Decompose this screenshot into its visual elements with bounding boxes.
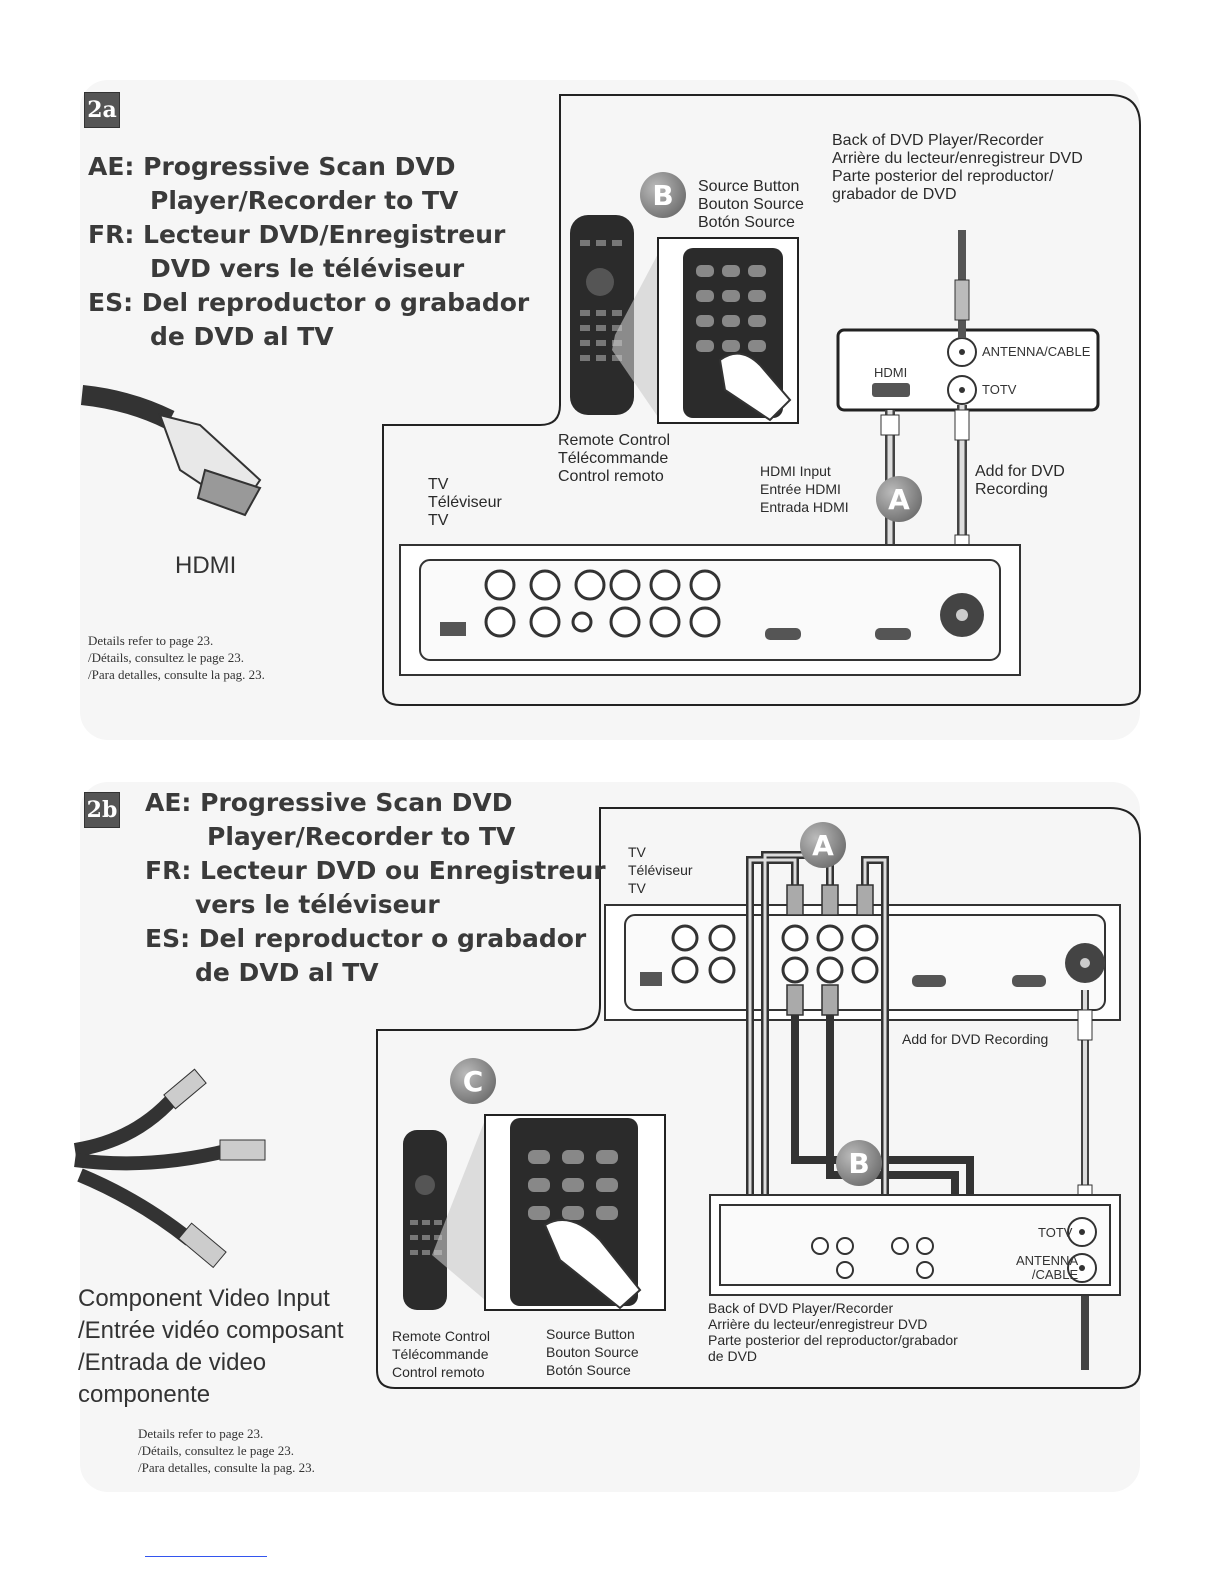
details-line: /Détails, consultez le page 23. — [138, 1443, 294, 1458]
dvd-port-totv: TOTV — [982, 382, 1017, 397]
add-for-dvd-label-2b: Add for DVD Recording — [902, 1031, 1049, 1047]
rca-plugs-illustration — [73, 1068, 266, 1269]
label-line: /CABLE — [1031, 1267, 1079, 1282]
add-for-dvd-label-2a: Add for DVD Recording — [975, 463, 1065, 499]
title-line: de DVD al TV — [150, 322, 334, 351]
label-line: Parte posterior del reproductor/grabador — [708, 1332, 958, 1348]
label-line: /Entrada de video — [78, 1349, 267, 1376]
title-line: AE: Progressive Scan DVD — [145, 788, 513, 817]
label-line: Back of DVD Player/Recorder — [708, 1300, 894, 1316]
step-2b-details: Details refer to page 23. /Détails, cons… — [138, 1425, 315, 1476]
label-line: Télécommande — [558, 450, 669, 467]
marker-b-2a: B — [640, 172, 686, 218]
label-line: /Entrée vidéo composant — [78, 1317, 344, 1344]
marker-a-2a: A — [876, 476, 922, 522]
title-line: vers le téléviseur — [195, 890, 440, 919]
details-line: /Para detalles, consulte la pag. 23. — [88, 667, 265, 682]
dvd-port-hdmi: HDMI — [874, 365, 908, 380]
back-of-dvd-label-2b: Back of DVD Player/Recorder Arrière du l… — [708, 1300, 958, 1364]
label-line: Recording — [975, 481, 1048, 498]
marker-b-2b: B — [836, 1140, 882, 1186]
label-line: Botón Source — [546, 1362, 631, 1378]
remote-control-2b — [403, 1130, 447, 1310]
label-line: Remote Control — [392, 1328, 491, 1344]
remote-zoom-2a — [657, 237, 799, 424]
title-line: ES: Del reproductor o grabador — [88, 288, 530, 317]
tv-label-2b: TV Téléviseur TV — [628, 843, 693, 897]
step-2b-title: AE: Progressive Scan DVD Player/Recorder… — [145, 786, 606, 990]
step-2a-badge: 2a — [84, 92, 120, 128]
label-line: TV — [428, 476, 449, 493]
remote-control-label-2b: Remote Control Télécommande Control remo… — [392, 1327, 490, 1381]
hdmi-cable-label: HDMI — [175, 552, 237, 579]
label-line: Remote Control — [558, 432, 671, 449]
title-line: AE: Progressive Scan DVD — [88, 152, 456, 181]
details-line: /Para detalles, consulte la pag. 23. — [138, 1460, 315, 1475]
title-line: FR: Lecteur DVD ou Enregistreur — [145, 856, 606, 885]
label-line: TV — [628, 844, 646, 860]
marker-a-2b: A — [800, 822, 846, 868]
source-button-label-2b: Source Button Bouton Source Botón Source — [546, 1325, 639, 1379]
dvd-port-totv-2b: TOTV — [1038, 1225, 1073, 1240]
step-2b-badge: 2b — [84, 792, 120, 828]
back-of-dvd-label-2a: Back of DVD Player/Recorder Arrière du l… — [832, 132, 1083, 204]
label-line: Back of DVD Player/Recorder — [832, 132, 1044, 149]
component-video-label: Component Video Input /Entrée vidéo comp… — [78, 1283, 344, 1411]
hdmi-input-label: HDMI Input Entrée HDMI Entrada HDMI — [760, 462, 849, 516]
label-line: Télécommande — [392, 1346, 489, 1362]
label-line: Téléviseur — [628, 862, 693, 878]
label-line: de DVD — [708, 1348, 758, 1364]
marker-c-2b: C — [450, 1058, 496, 1104]
label-line: Botón Source — [698, 214, 795, 231]
label-line: TV — [628, 880, 646, 896]
label-line: Control remoto — [558, 468, 664, 485]
label-line: ANTENNA — [1016, 1253, 1079, 1268]
label-line: componente — [78, 1381, 211, 1408]
source-button-label-2a: Source Button Bouton Source Botón Source — [698, 178, 804, 232]
label-line: grabador de DVD — [832, 186, 957, 203]
label-line: Control remoto — [392, 1364, 485, 1380]
label-line: Source Button — [546, 1326, 635, 1342]
title-line: FR: Lecteur DVD/Enregistreur — [88, 220, 506, 249]
label-line: Téléviseur — [428, 494, 502, 511]
label-line: Bouton Source — [546, 1344, 639, 1360]
dvd-port-antenna-2b: ANTENNA /CABLE — [1016, 1254, 1078, 1282]
label-line: Entrée HDMI — [760, 481, 841, 497]
footer-divider — [145, 1556, 267, 1557]
label-line: Arrière du lecteur/enregistreur DVD — [832, 150, 1083, 167]
remote-control-label-2a: Remote Control Télécommande Control remo… — [558, 432, 670, 486]
step-2a-title: AE: Progressive Scan DVD Player/Recorder… — [88, 150, 529, 354]
label-line: Entrada HDMI — [760, 499, 849, 515]
details-line: /Détails, consultez le page 23. — [88, 650, 244, 665]
details-line: Details refer to page 23. — [138, 1426, 264, 1441]
label-line: Add for DVD — [975, 463, 1065, 480]
label-line: HDMI Input — [760, 463, 831, 479]
title-line: ES: Del reproductor o grabador — [145, 924, 587, 953]
title-line: Player/Recorder to TV — [207, 822, 516, 851]
label-line: Arrière du lecteur/enregistreur DVD — [708, 1316, 928, 1332]
label-line: TV — [428, 512, 449, 529]
details-line: Details refer to page 23. — [88, 633, 214, 648]
title-line: Player/Recorder to TV — [150, 186, 459, 215]
tv-label-2a: TV Téléviseur TV — [428, 476, 502, 530]
step-2a-details: Details refer to page 23. /Détails, cons… — [88, 632, 265, 683]
title-line: de DVD al TV — [195, 958, 379, 987]
label-line: Bouton Source — [698, 196, 804, 213]
dvd-port-antenna: ANTENNA/CABLE — [982, 344, 1091, 359]
title-line: DVD vers le téléviseur — [150, 254, 465, 283]
label-line: Parte posterior del reproductor/ — [832, 168, 1054, 185]
label-line: Source Button — [698, 178, 800, 195]
label-line: Component Video Input — [78, 1285, 330, 1312]
